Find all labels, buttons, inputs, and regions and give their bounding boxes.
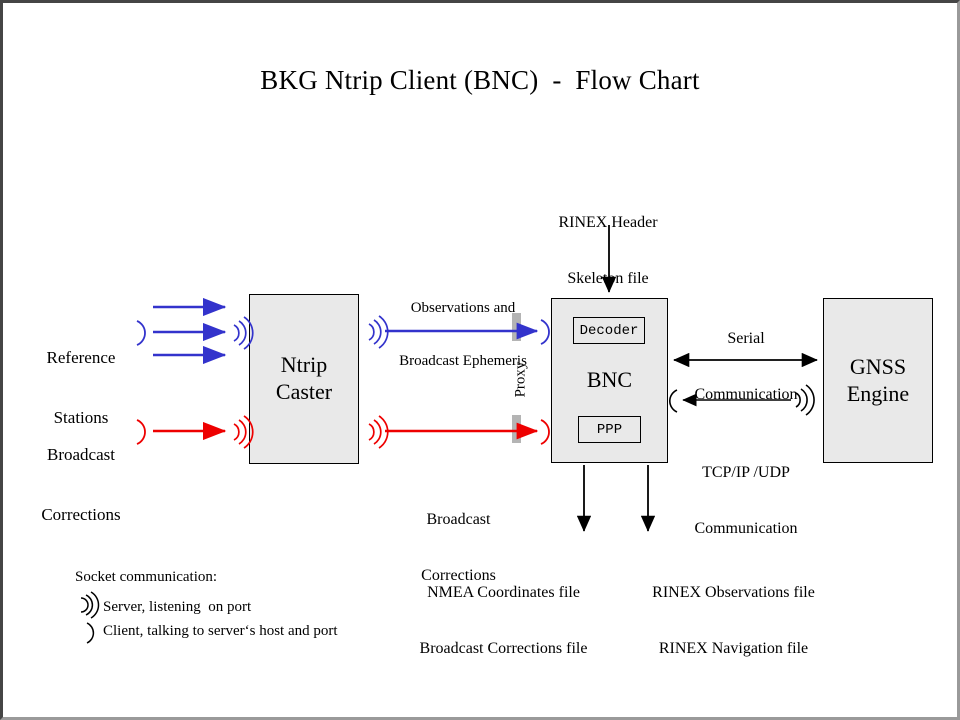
bnc-label: BNC bbox=[586, 367, 633, 393]
label-output-right: RINEX Observations file RINEX Navigation… bbox=[631, 546, 836, 697]
broadcast-corrections-edge-line2: Corrections bbox=[421, 567, 496, 585]
serial-line2: Communication bbox=[694, 386, 798, 404]
legend-client-paren-icon bbox=[86, 622, 95, 644]
output-right-line1: RINEX Observations file bbox=[652, 583, 815, 601]
edge-reference-stations-to-caster bbox=[153, 297, 227, 365]
legend-server-text: Server, listening on port bbox=[103, 599, 252, 615]
legend-server-wave-icon bbox=[80, 591, 100, 619]
node-gnss-engine[interactable]: GNSS Engine bbox=[823, 298, 933, 463]
serial-line1: Serial bbox=[727, 329, 765, 347]
broadcast-corrections-source-line1: Broadcast bbox=[47, 445, 115, 465]
reference-stations-line2: Stations bbox=[53, 408, 109, 428]
tcpip-line1: TCP/IP /UDP bbox=[702, 463, 790, 481]
label-output-left: NMEA Coordinates file Broadcast Correcti… bbox=[401, 546, 606, 697]
label-broadcast-corrections-edge: Broadcast Corrections bbox=[391, 473, 526, 624]
page-title: BKG Ntrip Client (BNC) - Flow Chart bbox=[260, 65, 700, 95]
ntrip-caster-label-line2: Caster bbox=[275, 379, 333, 404]
observations-line1: Observations and bbox=[410, 300, 516, 317]
server-wave-icon-caster-out-red bbox=[368, 415, 389, 449]
output-left-line2: Broadcast Corrections file bbox=[419, 640, 588, 658]
proxy-bar-lower bbox=[512, 415, 521, 443]
gnss-engine-label-line2: Engine bbox=[846, 380, 910, 406]
ppp-label: PPP bbox=[596, 421, 623, 438]
label-serial-communication: Serial Communication bbox=[671, 292, 821, 443]
rinex-header-line2: Skeleton file bbox=[567, 270, 649, 288]
reference-stations-line1: Reference bbox=[46, 348, 116, 368]
client-paren-icon-bnc-corrections bbox=[540, 419, 550, 445]
broadcast-corrections-edge-line1: Broadcast bbox=[426, 510, 491, 528]
proxy-bar-upper bbox=[512, 313, 521, 341]
broadcast-corrections-source-line2: Corrections bbox=[41, 505, 121, 525]
label-observations-ephemeris: Observations and Broadcast Ephemeris bbox=[373, 265, 553, 407]
node-ntrip-caster[interactable]: Ntrip Caster bbox=[249, 294, 359, 464]
node-bnc-ppp[interactable]: PPP bbox=[578, 416, 641, 443]
node-bnc-decoder[interactable]: Decoder bbox=[573, 317, 645, 344]
legend-heading: Socket communication: bbox=[75, 569, 218, 585]
gnss-engine-label-line1: GNSS bbox=[849, 353, 907, 379]
decoder-label: Decoder bbox=[579, 322, 639, 339]
label-broadcast-corrections-source: Broadcast Corrections bbox=[21, 405, 141, 565]
legend-client-text: Client, talking to server‘s host and por… bbox=[103, 623, 338, 639]
label-tcpip-communication: TCP/IP /UDP Communication bbox=[671, 426, 821, 577]
rinex-header-line1: RINEX Header bbox=[558, 213, 658, 231]
output-left-line1: NMEA Coordinates file bbox=[427, 583, 580, 601]
output-right-line2: RINEX Navigation file bbox=[658, 640, 809, 658]
tcpip-line2: Communication bbox=[694, 520, 798, 538]
label-reference-stations: Reference Stations bbox=[21, 308, 141, 468]
observations-line2: Broadcast Ephemeris bbox=[399, 353, 527, 370]
ntrip-caster-label-line1: Ntrip bbox=[280, 352, 328, 378]
label-rinex-header-skeleton: RINEX Header Skeleton file bbox=[523, 176, 693, 327]
